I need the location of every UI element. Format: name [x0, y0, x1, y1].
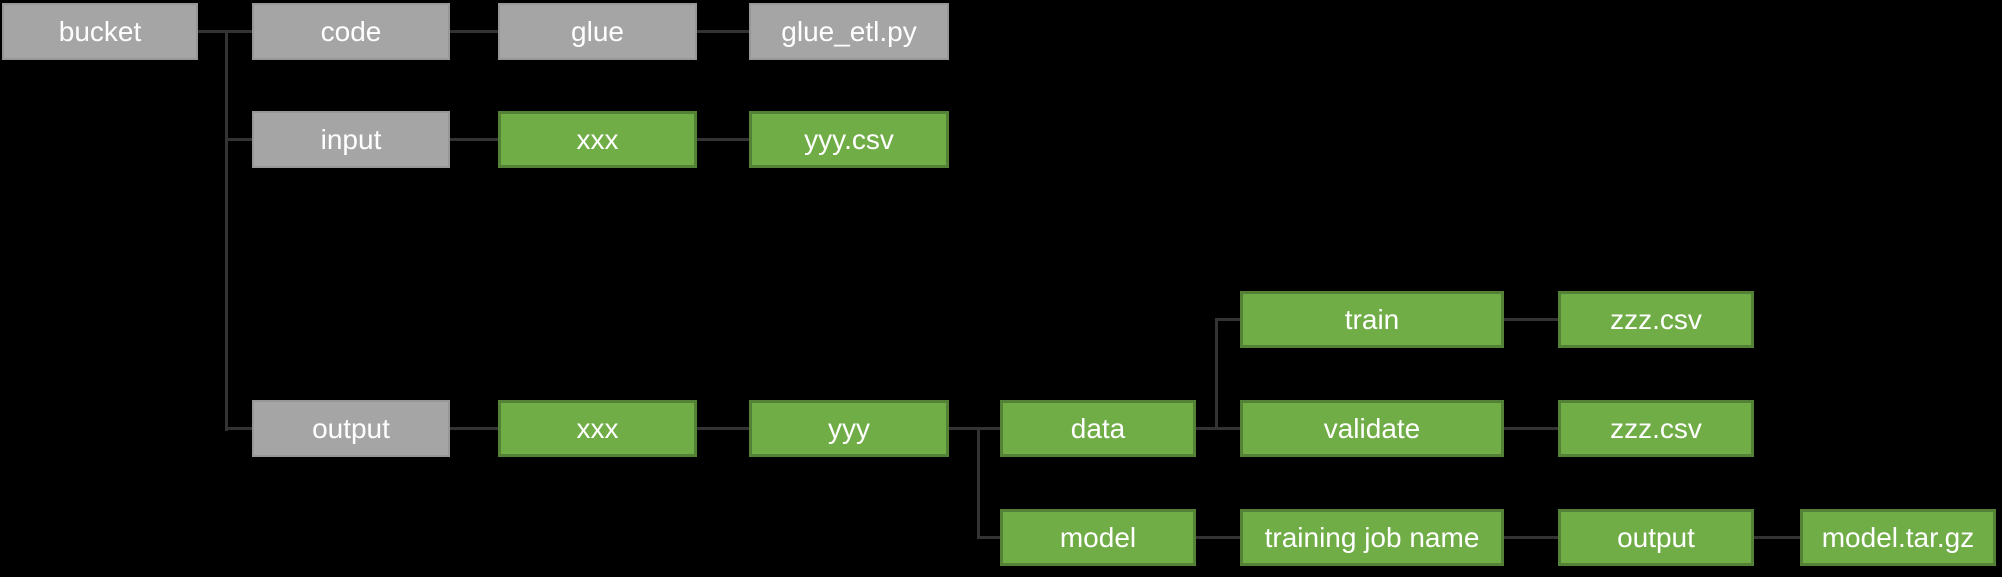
node-label: xxx [576, 123, 619, 155]
connector-line [450, 30, 498, 33]
node-label: training job name [1264, 521, 1480, 553]
node-label: output [312, 412, 390, 444]
node-validate: validate [1240, 400, 1504, 457]
node-label: zzz.csv [1610, 412, 1702, 444]
node-input-xxx: xxx [498, 111, 697, 168]
node-label: output [1617, 521, 1695, 553]
connector-line [1504, 536, 1558, 539]
connector-line [949, 427, 1000, 430]
connector-line [226, 138, 252, 141]
node-model: model [1000, 509, 1196, 566]
connector-line [697, 138, 749, 141]
connector-line [226, 427, 252, 430]
node-glue-etl-py: glue_etl.py [749, 3, 949, 60]
node-data: data [1000, 400, 1196, 457]
node-label: input [320, 123, 382, 155]
node-label: glue [571, 15, 624, 47]
node-label: validate [1323, 412, 1421, 444]
node-label: data [1070, 412, 1126, 444]
node-label: model.tar.gz [1821, 521, 1975, 553]
node-label: zzz.csv [1610, 303, 1702, 335]
node-label: train [1344, 303, 1400, 335]
connector-line [1754, 536, 1800, 539]
node-label: xxx [576, 412, 619, 444]
node-training-job-name: training job name [1240, 509, 1504, 566]
node-model-tar-gz: model.tar.gz [1800, 509, 1996, 566]
node-model-output: output [1558, 509, 1754, 566]
node-bucket: bucket [2, 3, 198, 60]
node-train-zzz-csv: zzz.csv [1558, 291, 1754, 348]
node-label: code [320, 15, 382, 47]
node-train: train [1240, 291, 1504, 348]
node-validate-zzz-csv: zzz.csv [1558, 400, 1754, 457]
node-glue: glue [498, 3, 697, 60]
connector-line [1196, 536, 1240, 539]
node-label: model [1059, 521, 1137, 553]
node-output: output [252, 400, 450, 457]
node-code: code [252, 3, 450, 60]
connector-line [1504, 318, 1558, 321]
node-label: glue_etl.py [781, 15, 917, 47]
connector-line [1196, 427, 1240, 430]
connector-line [1215, 318, 1218, 430]
connector-line [225, 30, 228, 431]
node-label: bucket [58, 15, 142, 47]
connector-line [450, 138, 498, 141]
connector-line [978, 536, 1000, 539]
node-output-xxx: xxx [498, 400, 697, 457]
connector-line [1504, 427, 1558, 430]
node-output-yyy: yyy [749, 400, 949, 457]
node-input: input [252, 111, 450, 168]
node-label: yyy [828, 412, 870, 444]
connector-line [1216, 318, 1240, 321]
connector-line [697, 427, 749, 430]
connector-line [697, 30, 749, 33]
node-input-yyy-csv: yyy.csv [749, 111, 949, 168]
connector-line [450, 427, 498, 430]
connector-line [977, 427, 980, 539]
node-label: yyy.csv [804, 123, 894, 155]
